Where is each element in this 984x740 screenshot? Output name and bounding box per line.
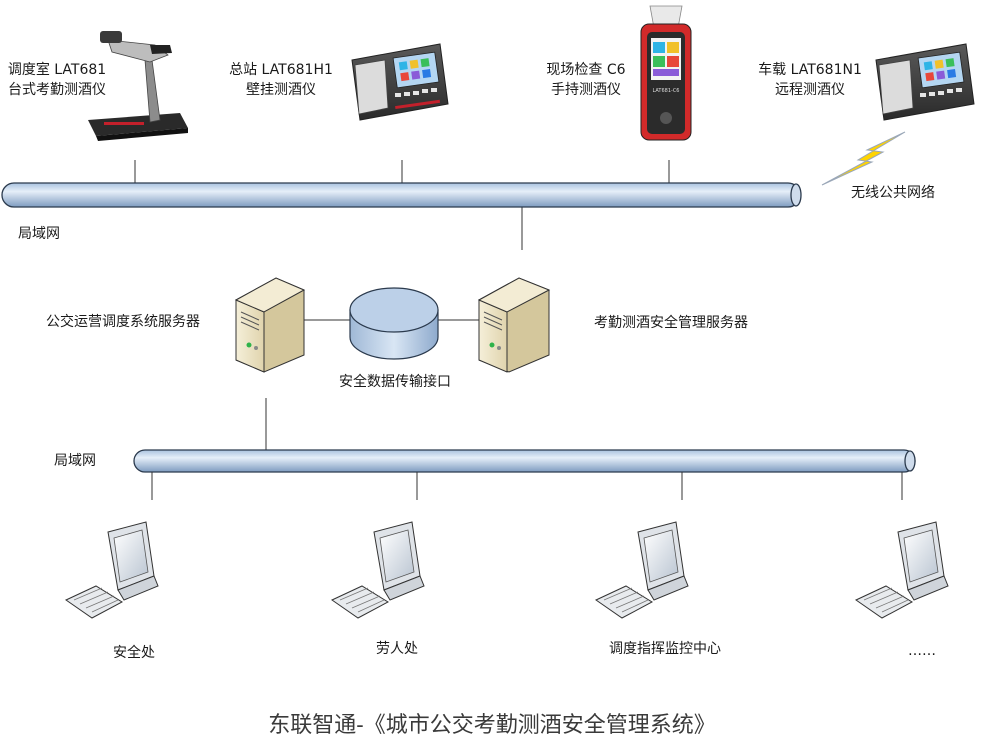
client-label: …… [908,643,936,659]
wireless-lightning-icon [821,131,906,186]
attendance-server-icon [477,277,551,373]
attendance-server-label: 考勤测酒安全管理服务器 [594,315,748,331]
data-interface-cylinder [349,287,439,360]
data-interface-label: 安全数据传输接口 [339,374,451,390]
client-computer-icon [64,521,159,619]
client-connectors [151,472,903,500]
device-connectors [134,160,670,250]
bottom-lan-label: 局域网 [54,453,96,469]
client-label: 调度指挥监控中心 [609,641,721,657]
wireless-network-label: 无线公共网络 [851,185,935,201]
server-links [265,319,485,450]
client-label: 劳人处 [376,641,418,657]
client-computer-icon [594,521,689,619]
client-label: 安全处 [113,645,155,661]
wallmount-breathalyzer-icon [351,43,449,121]
desktop-breathalyzer-icon [88,31,188,141]
handheld-breathalyzer-icon: LAT681-C6 [640,5,692,141]
handheld-screen-text: LAT681-C6 [652,88,679,94]
top-lan-label: 局域网 [18,226,60,242]
dispatch-server-label: 公交运营调度系统服务器 [46,314,200,330]
top-lan-pipe [1,182,802,208]
dispatch-server-icon [234,277,306,373]
vehicle-breathalyzer-icon [875,43,975,121]
bottom-lan-pipe [133,449,916,473]
footer-title: 东联智通-《城市公交考勤测酒安全管理系统》 [268,713,716,738]
client-computer-icon [854,521,949,619]
client-computer-icon [330,521,425,619]
